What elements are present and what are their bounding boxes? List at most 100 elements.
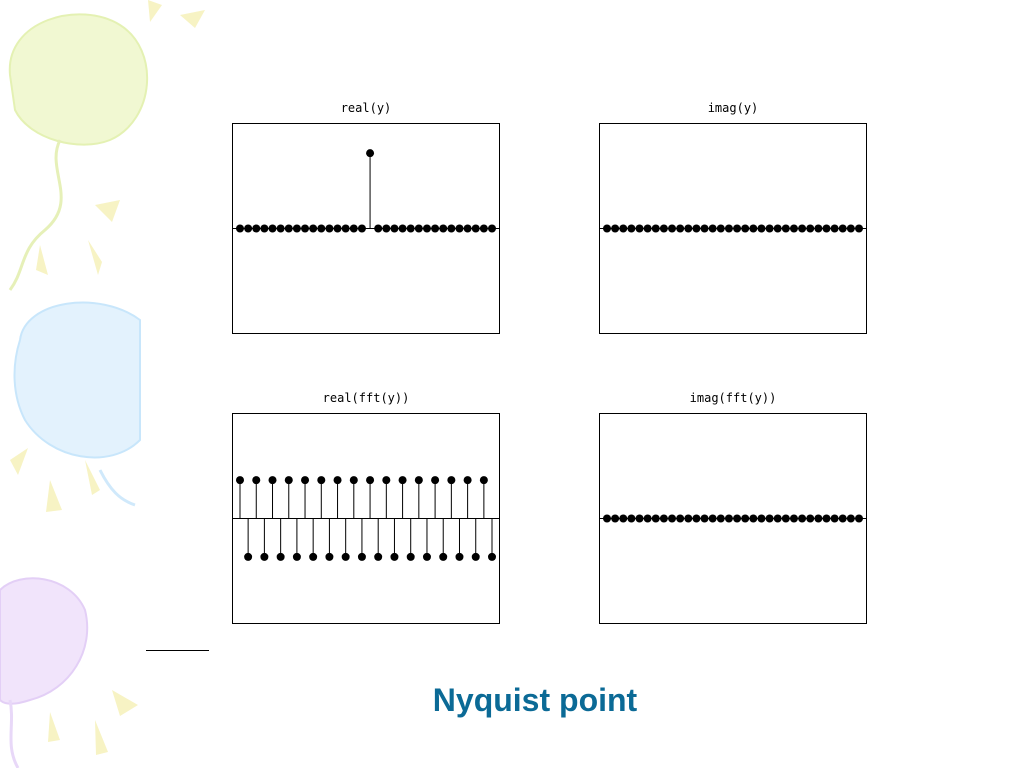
stem-marker — [382, 476, 391, 485]
stem-marker — [463, 224, 472, 233]
stem-marker — [668, 224, 677, 233]
stem-marker — [252, 224, 261, 233]
stem-marker — [236, 224, 244, 233]
stem-marker — [798, 514, 807, 523]
stem-marker — [439, 224, 448, 233]
stem-marker — [471, 224, 480, 233]
stem-marker — [455, 552, 464, 561]
stem-marker — [357, 224, 366, 233]
stem-marker — [781, 224, 790, 233]
stem-marker — [765, 514, 774, 523]
chart-title-real-fft-y: real(fft(y)) — [322, 391, 410, 405]
stem-marker — [773, 514, 782, 523]
stem-marker — [692, 514, 701, 523]
stem-marker — [708, 224, 717, 233]
stem-marker — [830, 224, 839, 233]
stem-marker — [789, 224, 798, 233]
stem-marker — [390, 552, 399, 561]
stem-marker — [431, 224, 440, 233]
stem-marker — [471, 552, 480, 561]
stem-marker — [341, 224, 350, 233]
stem-marker — [676, 224, 685, 233]
stem-plot-real-y — [232, 123, 500, 334]
stem-marker — [422, 552, 431, 561]
stem-marker — [838, 514, 847, 523]
stem-marker — [398, 224, 407, 233]
chart-title-real-y: real(y) — [340, 101, 392, 115]
stem-marker — [749, 514, 758, 523]
stem-marker — [619, 514, 628, 523]
stem-marker — [414, 476, 423, 485]
stem-marker — [684, 514, 693, 523]
stem-marker — [349, 224, 358, 233]
stem-marker — [643, 514, 652, 523]
stem-marker — [855, 224, 863, 233]
stem-marker — [733, 224, 742, 233]
stem-marker — [806, 224, 815, 233]
stem-marker — [252, 476, 261, 485]
stem-plot-imag-y — [599, 123, 867, 334]
stem-marker — [479, 224, 488, 233]
stem-marker — [684, 224, 693, 233]
stem-marker — [349, 476, 358, 485]
stem-marker — [260, 224, 269, 233]
balloon-yellow-icon — [8, 0, 205, 291]
stem-marker — [676, 514, 685, 523]
stem-marker — [463, 476, 472, 485]
stem-marker — [846, 514, 855, 523]
stem-marker — [627, 224, 636, 233]
stem-marker — [374, 552, 383, 561]
stem-marker — [317, 224, 326, 233]
stem-marker — [374, 224, 383, 233]
stem-marker — [757, 224, 766, 233]
stem-marker — [716, 224, 725, 233]
stem-marker — [838, 224, 847, 233]
stem-plot-imag-fft-y — [599, 413, 867, 624]
stem-marker — [333, 476, 342, 485]
stem-marker — [268, 476, 277, 485]
stem-marker — [406, 552, 415, 561]
stem-marker — [692, 224, 701, 233]
stem-marker — [292, 552, 301, 561]
stem-marker — [611, 514, 620, 523]
stem-marker — [700, 224, 709, 233]
stem-marker — [488, 224, 496, 233]
stem-marker — [431, 476, 440, 485]
stem-marker — [398, 476, 407, 485]
balloon-violet-icon — [0, 577, 138, 768]
stem-marker — [390, 224, 399, 233]
stem-marker — [301, 476, 310, 485]
stem-marker — [700, 514, 709, 523]
stem-marker — [635, 224, 644, 233]
slide-title: Nyquist point — [432, 682, 638, 718]
stem-marker — [643, 224, 652, 233]
stem-marker — [830, 514, 839, 523]
stem-marker — [798, 224, 807, 233]
stem-plot-real-fft-y — [232, 413, 500, 624]
stem-marker — [716, 514, 725, 523]
divider-line — [146, 650, 209, 651]
stem-marker — [236, 476, 244, 485]
stem-marker — [733, 514, 742, 523]
stem-marker — [382, 224, 391, 233]
stem-marker — [301, 224, 310, 233]
stem-marker — [268, 224, 277, 233]
stem-marker — [357, 552, 366, 561]
stem-marker — [455, 224, 464, 233]
stem-marker — [611, 224, 620, 233]
stem-marker — [284, 224, 293, 233]
stem-marker — [244, 552, 253, 561]
stem-marker — [635, 514, 644, 523]
stem-marker — [284, 476, 293, 485]
stem-marker — [603, 514, 611, 523]
stem-marker — [724, 514, 733, 523]
stem-marker — [439, 552, 448, 561]
stem-marker — [406, 224, 415, 233]
stem-marker — [488, 552, 496, 561]
chart-title-imag-fft-y: imag(fft(y)) — [689, 391, 777, 405]
balloon-background — [0, 0, 205, 768]
stem-marker — [317, 476, 326, 485]
stem-marker — [292, 224, 301, 233]
stem-marker — [773, 224, 782, 233]
